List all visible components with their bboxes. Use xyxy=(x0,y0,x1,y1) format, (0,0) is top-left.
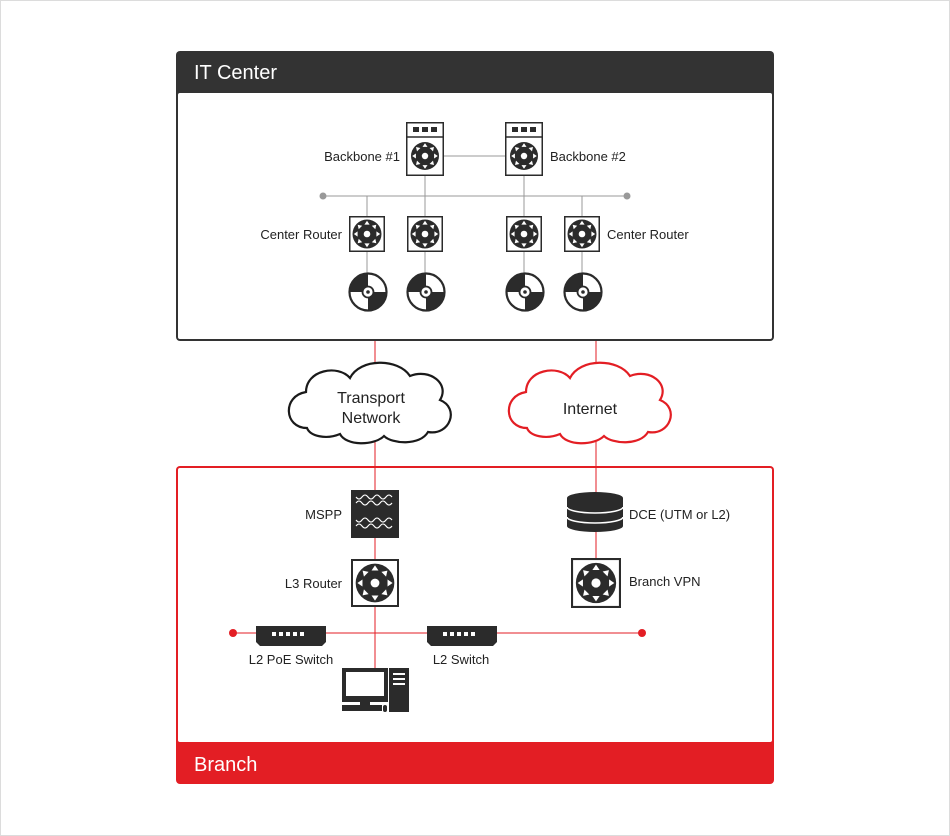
l3-router-icon xyxy=(351,559,399,607)
l3-router-label: L3 Router xyxy=(285,576,343,591)
transport-network-label-1: Transport xyxy=(337,390,405,407)
branch-vpn-label: Branch VPN xyxy=(629,574,701,589)
internet-label: Internet xyxy=(563,401,618,418)
l2-poe-switch-label: L2 PoE Switch xyxy=(249,652,334,667)
branch-vpn-icon xyxy=(571,558,621,608)
internet-cloud xyxy=(507,361,672,445)
center-router-2-icon xyxy=(407,216,443,252)
dce-icon xyxy=(566,492,624,532)
center-router-left-label: Center Router xyxy=(260,227,342,242)
l2-poe-switch-icon xyxy=(256,626,326,646)
transport-network-cloud xyxy=(287,361,452,445)
it-center-body xyxy=(178,93,772,339)
center-router-right-label: Center Router xyxy=(607,227,689,242)
backbone-2-label: Backbone #2 xyxy=(550,149,626,164)
lan-endpoint-left xyxy=(229,629,237,637)
center-router-3-icon xyxy=(506,216,542,252)
backbone-2-icon xyxy=(505,122,543,176)
center-router-1-icon xyxy=(349,216,385,252)
bus-endpoint-left xyxy=(319,192,327,200)
disk-3-icon xyxy=(505,272,545,312)
workstation-icon xyxy=(342,668,409,712)
backbone-1-icon xyxy=(406,122,444,176)
backbone-1-label: Backbone #1 xyxy=(324,149,400,164)
disk-2-icon xyxy=(406,272,446,312)
branch-body xyxy=(178,468,772,742)
lan-endpoint-right xyxy=(638,629,646,637)
l2-switch-icon xyxy=(427,626,497,646)
disk-4-icon xyxy=(563,272,603,312)
branch-title: Branch xyxy=(194,754,257,776)
mspp-icon xyxy=(351,490,399,538)
it-center-title: IT Center xyxy=(194,62,277,84)
center-router-4-icon xyxy=(564,216,600,252)
bus-endpoint-right xyxy=(623,192,631,200)
disk-1-icon xyxy=(348,272,388,312)
backbone-links xyxy=(323,155,627,275)
mspp-label: MSPP xyxy=(305,507,342,522)
l2-switch-label: L2 Switch xyxy=(433,652,489,667)
transport-network-label-2: Network xyxy=(342,410,402,427)
dce-label: DCE (UTM or L2) xyxy=(629,507,730,522)
